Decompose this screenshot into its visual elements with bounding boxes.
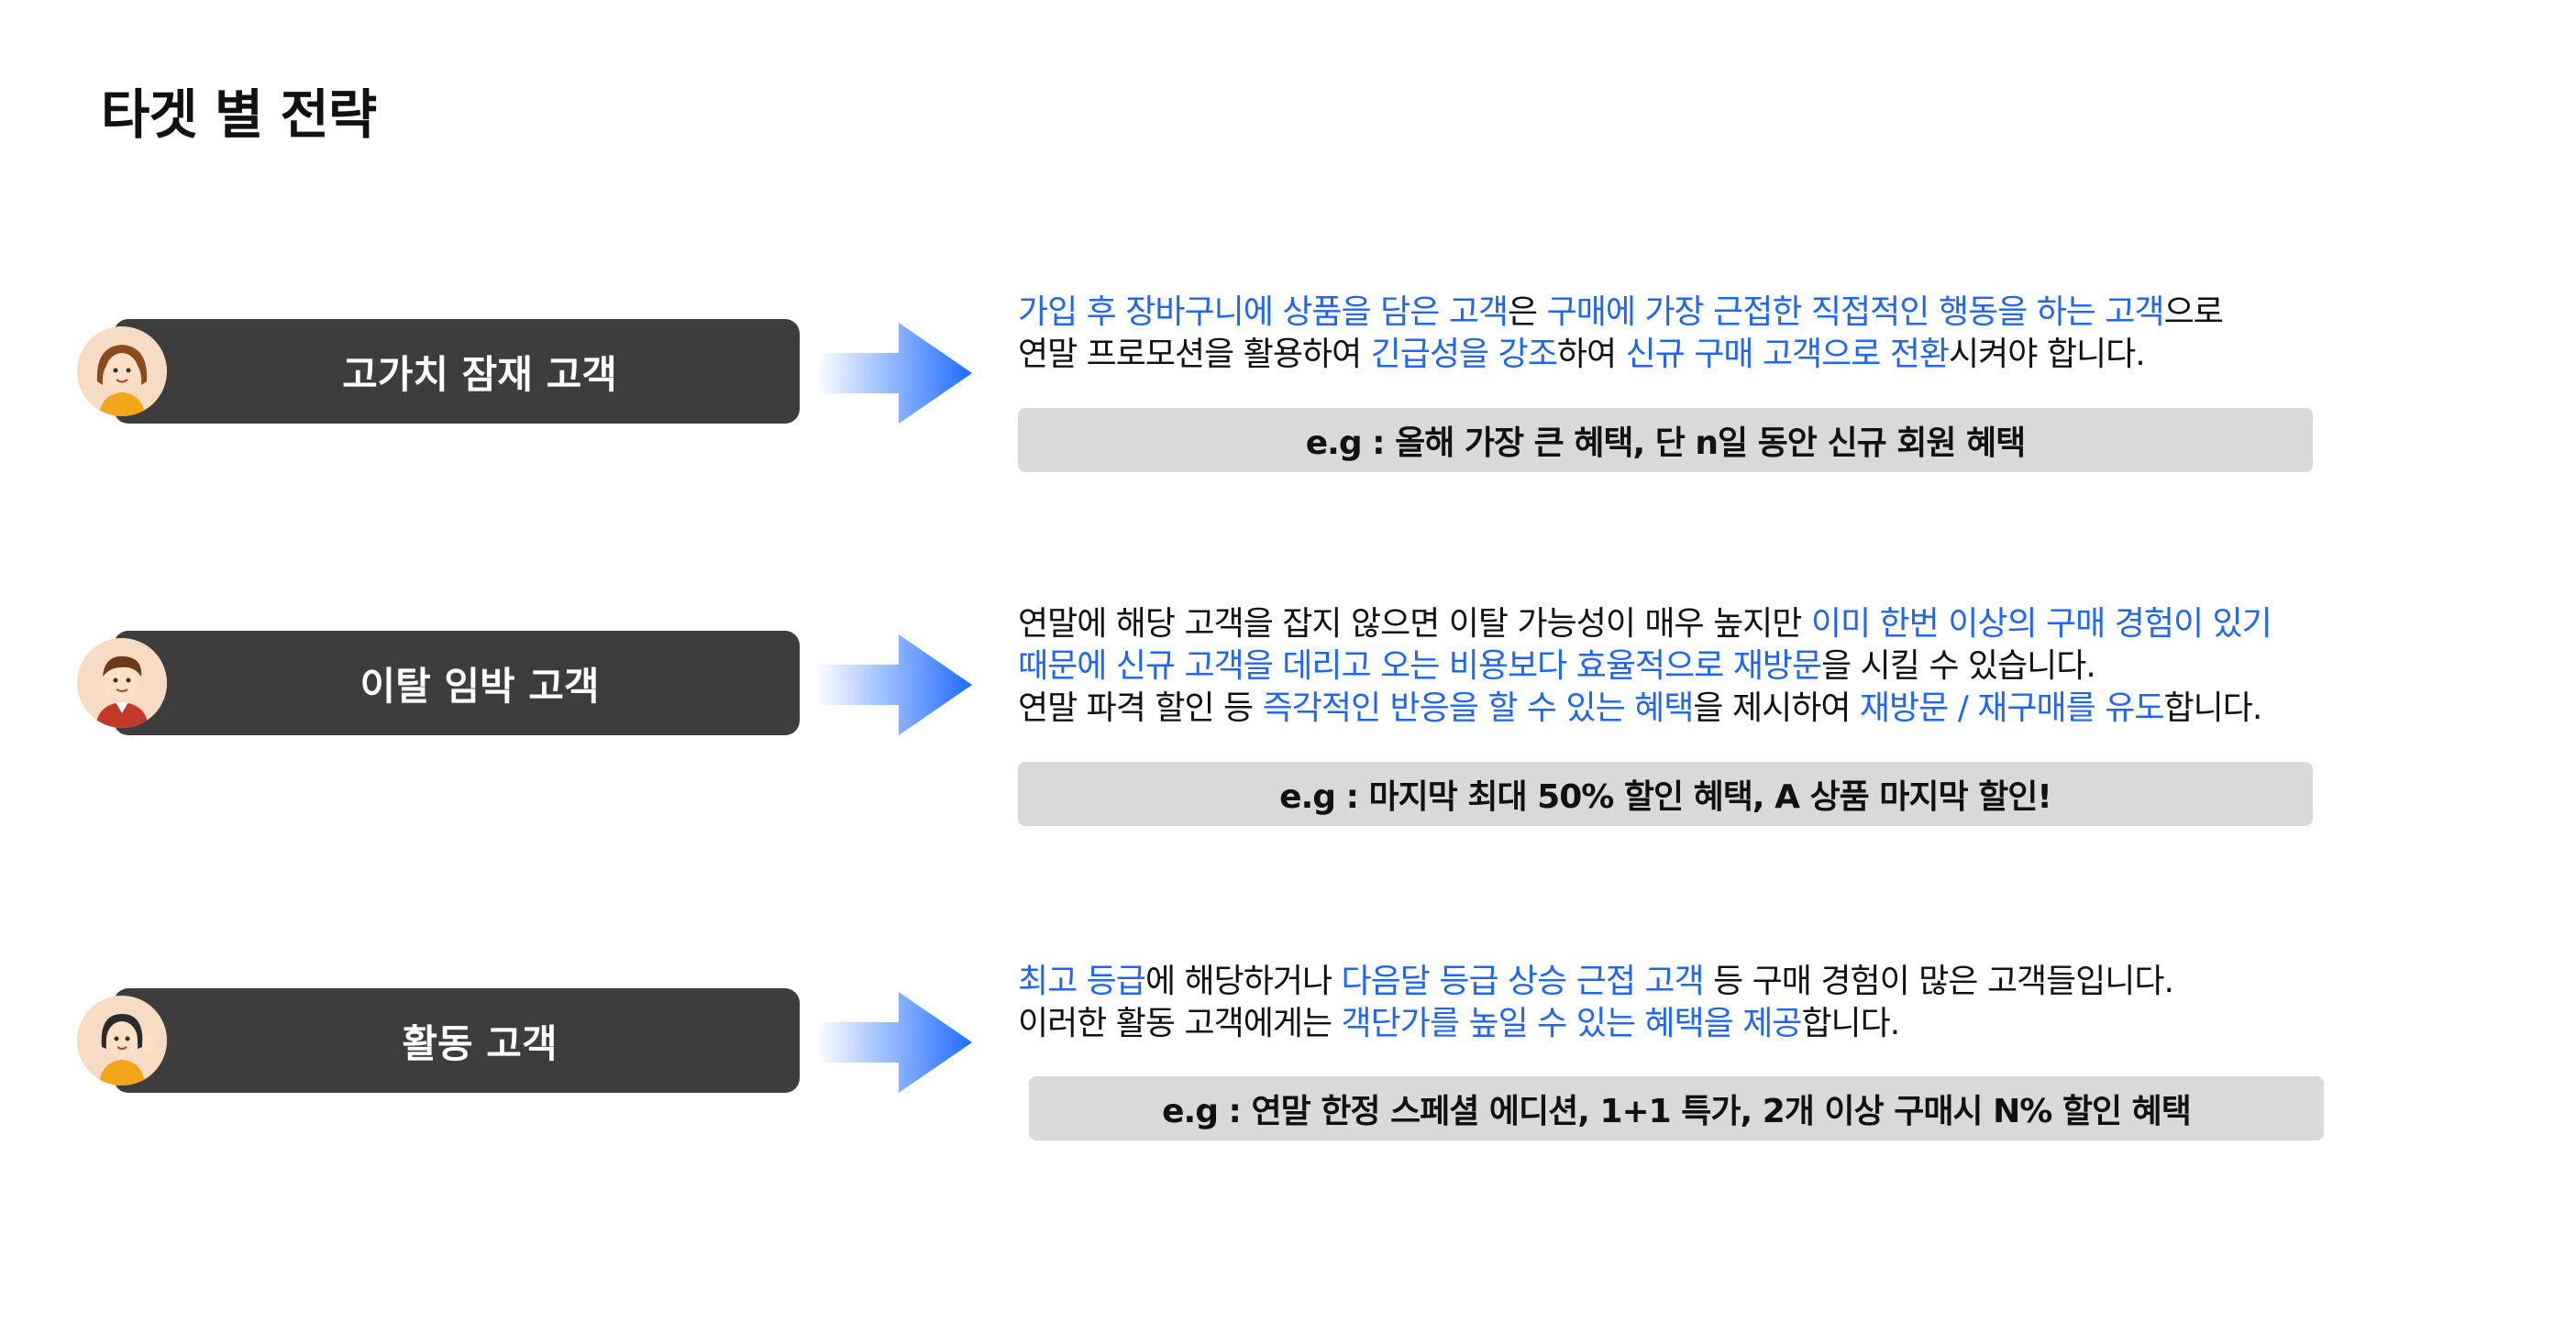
plain-text: 연말 프로모션을 활용하여 bbox=[1018, 336, 1371, 373]
plain-text: 합니다. bbox=[2163, 689, 2262, 727]
desc-line: 최고 등급에 해당하거나 다음달 등급 상승 근접 고객 등 구매 경험이 많은… bbox=[1018, 961, 2174, 1003]
desc-line: 이러한 활동 고객에게는 객단가를 높일 수 있는 혜택을 제공합니다. bbox=[1018, 1003, 2173, 1045]
highlight-text: 이미 한번 이상의 구매 경험이 있기 bbox=[1810, 605, 2272, 643]
highlight-text: 구매에 가장 근접한 직접적인 행동을 하는 고객 bbox=[1546, 293, 2165, 331]
segment-label: 고가치 잠재 고객 bbox=[342, 351, 617, 397]
example-box: e.g : 연말 한정 스페셜 에디션, 1+1 특가, 2개 이상 구매시 N… bbox=[1029, 1076, 2324, 1140]
segment-description: 연말에 해당 고객을 잡지 않으면 이탈 가능성이 매우 높지만 이미 한번 이… bbox=[1018, 603, 2272, 730]
desc-line: 때문에 신규 고객을 데리고 오는 비용보다 효율적으로 재방문을 시킬 수 있… bbox=[1018, 645, 2272, 688]
segment-label-pill: 고가치 잠재 고객 bbox=[114, 319, 800, 424]
highlight-text: 가입 후 장바구니에 상품을 담은 고객 bbox=[1018, 293, 1509, 331]
highlight-text: 긴급성을 강조 bbox=[1370, 336, 1558, 373]
highlight-text: 즉각적인 반응을 할 수 있는 혜택 bbox=[1262, 689, 1695, 727]
plain-text: 에 해당하거나 bbox=[1144, 963, 1342, 1000]
desc-line: 연말에 해당 고객을 잡지 않으면 이탈 가능성이 매우 높지만 이미 한번 이… bbox=[1018, 603, 2272, 645]
highlight-text: 최고 등급 bbox=[1018, 963, 1146, 1000]
example-box: e.g : 마지막 최대 50% 할인 혜택, A 상품 마지막 할인! bbox=[1018, 762, 2313, 826]
right-arrow-icon bbox=[816, 634, 972, 735]
segment-label: 이탈 임박 고객 bbox=[359, 663, 600, 709]
woman-avatar-icon bbox=[77, 326, 167, 416]
woman-waving-avatar-icon bbox=[77, 996, 167, 1085]
segment-label-pill: 활동 고객 bbox=[114, 988, 800, 1093]
man-avatar-icon bbox=[77, 638, 167, 728]
plain-text: 을 제시하여 bbox=[1693, 689, 1860, 727]
segment-description: 가입 후 장바구니에 상품을 담은 고객은 구매에 가장 근접한 직접적인 행동… bbox=[1018, 292, 2224, 376]
desc-line: 연말 파격 할인 등 즉각적인 반응을 할 수 있는 혜택을 제시하여 재방문 … bbox=[1018, 688, 2272, 730]
plain-text: 등 구매 경험이 많은 고객들입니다. bbox=[1703, 963, 2174, 1000]
highlight-text: 객단가를 높일 수 있는 혜택을 제공 bbox=[1341, 1005, 1803, 1042]
highlight-text: 신규 구매 고객으로 전환 bbox=[1625, 336, 1951, 373]
segment-label-pill: 이탈 임박 고객 bbox=[114, 631, 800, 735]
plain-text: 을 시킬 수 있습니다. bbox=[1821, 647, 2096, 685]
highlight-text: 재방문 / 재구매를 유도 bbox=[1859, 689, 2165, 727]
example-text: e.g : 연말 한정 스페셜 에디션, 1+1 특가, 2개 이상 구매시 N… bbox=[1162, 1093, 2192, 1130]
right-arrow-icon bbox=[816, 992, 972, 1093]
desc-line: 연말 프로모션을 활용하여 긴급성을 강조하여 신규 구매 고객으로 전환시켜야… bbox=[1018, 334, 2223, 376]
right-arrow-icon bbox=[816, 323, 972, 424]
desc-line: 가입 후 장바구니에 상품을 담은 고객은 구매에 가장 근접한 직접적인 행동… bbox=[1018, 292, 2224, 334]
page-title: 타겟 별 전략 bbox=[101, 83, 377, 146]
plain-text: 합니다. bbox=[1801, 1005, 1900, 1042]
segment-label: 활동 고객 bbox=[402, 1020, 558, 1066]
plain-text: 하여 bbox=[1556, 336, 1626, 373]
plain-text: 시켜야 합니다. bbox=[1949, 336, 2146, 373]
example-box: e.g : 올해 가장 큰 혜택, 단 n일 동안 신규 회원 혜택 bbox=[1018, 408, 2313, 472]
plain-text: 으로 bbox=[2163, 293, 2224, 331]
segment-description: 최고 등급에 해당하거나 다음달 등급 상승 근접 고객 등 구매 경험이 많은… bbox=[1018, 961, 2174, 1045]
example-text: e.g : 마지막 최대 50% 할인 혜택, A 상품 마지막 할인! bbox=[1279, 778, 2052, 816]
plain-text: 연말에 해당 고객을 잡지 않으면 이탈 가능성이 매우 높지만 bbox=[1018, 605, 1811, 643]
plain-text: 연말 파격 할인 등 bbox=[1018, 689, 1263, 727]
plain-text: 이러한 활동 고객에게는 bbox=[1018, 1005, 1342, 1042]
highlight-text: 다음달 등급 상승 근접 고객 bbox=[1341, 963, 1705, 1000]
highlight-text: 때문에 신규 고객을 데리고 오는 비용보다 효율적으로 재방문 bbox=[1018, 647, 1822, 685]
plain-text: 은 bbox=[1508, 293, 1547, 331]
example-text: e.g : 올해 가장 큰 혜택, 단 n일 동안 신규 회원 혜택 bbox=[1305, 424, 2026, 462]
